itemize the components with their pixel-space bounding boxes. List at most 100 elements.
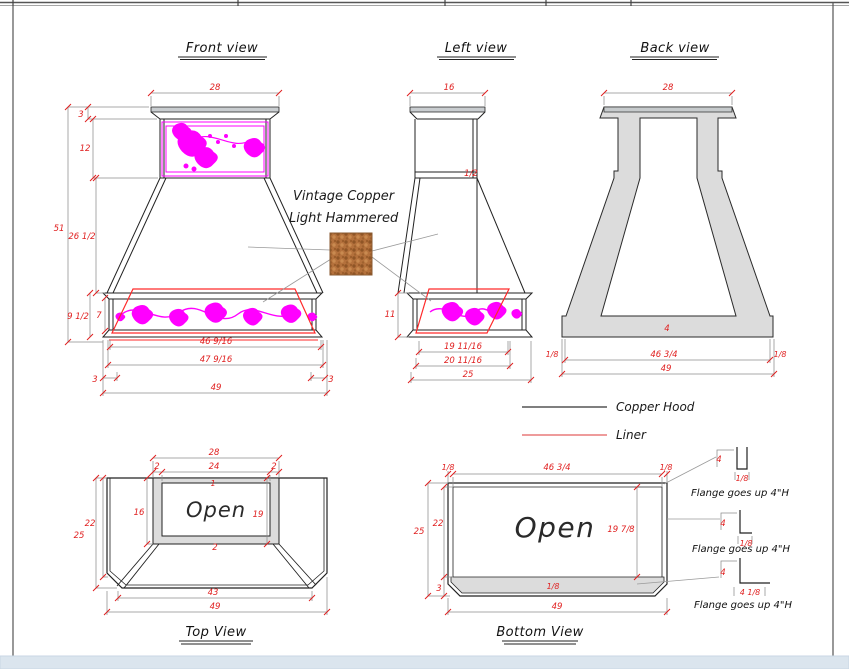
copper-swatch bbox=[329, 232, 373, 276]
flange-1-height: 4 bbox=[716, 455, 721, 465]
top-dim-front-width: 43 bbox=[208, 588, 219, 598]
back-title-underline bbox=[630, 56, 719, 60]
bottom-dim-inner-width: 46 3/4 bbox=[543, 463, 570, 473]
top-dim-inner-depth: 22 bbox=[85, 519, 96, 529]
top-view-title: Top View bbox=[185, 625, 246, 640]
top-dim-lines bbox=[95, 457, 328, 615]
left-outline bbox=[397, 106, 534, 338]
left-dim-lines bbox=[397, 92, 532, 383]
front-liner-outline bbox=[111, 288, 316, 334]
bottom-dim-right-offset: 1/8 bbox=[660, 463, 673, 472]
front-dim-band-inner-height: 7 bbox=[96, 311, 102, 321]
bottom-dim-inner-depth: 22 bbox=[433, 519, 444, 529]
front-view: Front view bbox=[54, 41, 334, 397]
bottom-open-label: Open bbox=[515, 511, 596, 544]
bottom-title-underline bbox=[502, 640, 578, 645]
bottom-view-title: Bottom View bbox=[496, 625, 583, 640]
left-dim-band-height: 11 bbox=[385, 310, 396, 320]
top-dim-ticks bbox=[92, 454, 331, 616]
left-view-title: Left view bbox=[445, 41, 508, 56]
front-dim-texts: 28 3 12 51 26 1/2 9 1/2 7 46 9/16 47 9/1… bbox=[54, 83, 334, 393]
flange-detail-1: 4 1/8 Flange goes up 4"H bbox=[691, 447, 790, 499]
top-dim-opening-depth: 16 bbox=[134, 508, 145, 518]
bottom-dim-right-depth: 19 7/8 bbox=[607, 525, 635, 535]
left-ornament bbox=[429, 301, 523, 326]
bottom-dim-band-depth: 3 bbox=[436, 584, 441, 594]
flange-3-base: 4 1/8 bbox=[740, 588, 761, 597]
front-dim-panel-height: 12 bbox=[80, 144, 91, 154]
front-dim-band-height: 9 1/2 bbox=[67, 312, 89, 322]
back-dim-texts: 28 4 1/8 46 3/4 1/8 49 bbox=[546, 83, 787, 374]
left-dim-texts: 16 1/2 11 19 11/16 20 11/16 25 bbox=[385, 83, 483, 380]
front-outline bbox=[101, 106, 324, 338]
back-dim-left-offset: 1/8 bbox=[546, 350, 559, 359]
flange-2-base: 1/8 bbox=[740, 539, 753, 548]
front-dim-liner-width: 46 9/16 bbox=[200, 337, 233, 347]
left-dim-wall-gap: 1/2 bbox=[464, 169, 478, 179]
top-dim-rim-back: 2 bbox=[212, 543, 217, 553]
top-dim-rim-right: 2 bbox=[271, 462, 276, 472]
back-dim-inner-width: 46 3/4 bbox=[650, 350, 677, 360]
flange-1-label: Flange goes up 4"H bbox=[691, 488, 790, 499]
top-title-underline bbox=[179, 640, 253, 645]
back-view-title: Back view bbox=[640, 41, 709, 56]
legend: Copper Hood Liner bbox=[522, 400, 695, 442]
front-dim-overall-width: 49 bbox=[211, 383, 222, 393]
top-dim-texts: 28 2 24 2 25 22 16 1 19 2 43 49 bbox=[74, 448, 277, 612]
top-diagonals bbox=[116, 543, 317, 589]
flange-details: 4 1/8 Flange goes up 4"H 4 1/8 Flange go… bbox=[636, 447, 793, 611]
flange-2-profile bbox=[739, 510, 752, 534]
top-open-label: Open bbox=[186, 498, 246, 522]
front-dim-hood-height: 26 1/2 bbox=[68, 232, 95, 242]
flange-2-height: 4 bbox=[720, 519, 725, 529]
bottom-dim-overall-width: 49 bbox=[552, 602, 563, 612]
flange-leader-lines bbox=[636, 456, 720, 585]
material-leader-lines bbox=[247, 233, 439, 303]
flange-3-height: 4 bbox=[720, 568, 725, 578]
front-dim-lines bbox=[67, 92, 328, 396]
flange-3-profile bbox=[739, 558, 770, 584]
left-dim-liner-depth: 19 11/16 bbox=[444, 342, 483, 352]
back-dim-overall-width: 49 bbox=[661, 364, 672, 374]
material-line1: Vintage Copper bbox=[293, 189, 396, 204]
bottom-dim-overall-depth: 25 bbox=[414, 527, 425, 537]
left-title-underline bbox=[437, 56, 516, 60]
front-title-underline bbox=[178, 56, 267, 60]
front-dim-crown-height: 3 bbox=[78, 110, 83, 120]
top-opening bbox=[161, 482, 271, 537]
left-dim-overall-depth: 25 bbox=[463, 370, 474, 380]
flange-detail-3: 4 4 1/8 Flange goes up 4"H bbox=[694, 558, 793, 611]
back-dim-lines bbox=[561, 92, 775, 377]
legend-copper-label: Copper Hood bbox=[616, 400, 695, 414]
flange-2-label: Flange goes up 4"H bbox=[692, 544, 791, 555]
back-dim-top-width: 28 bbox=[663, 83, 674, 93]
back-crown-strip bbox=[603, 106, 733, 113]
top-dim-chimney-width: 28 bbox=[209, 448, 220, 458]
flange-detail-2: 4 1/8 Flange goes up 4"H bbox=[692, 510, 791, 555]
front-ornament bbox=[115, 121, 318, 327]
front-dim-liner-outer-width: 47 9/16 bbox=[200, 355, 233, 365]
flange-1-base: 1/8 bbox=[736, 474, 749, 483]
top-dim-rim-left: 2 bbox=[154, 462, 159, 472]
back-view: Back view 28 4 1/8 46 3/4 1/8 49 bbox=[546, 41, 787, 378]
bottom-view: Open 1/8 46 3/4 1/8 25 22 3 19 7/8 1/8 4… bbox=[414, 463, 673, 645]
bottom-dim-bottom-thickness: 1/8 bbox=[547, 582, 560, 591]
material-note: Vintage Copper Light Hammered bbox=[247, 189, 439, 303]
back-dim-right-offset: 1/8 bbox=[774, 350, 787, 359]
front-dim-overall-height: 51 bbox=[54, 224, 65, 234]
material-line2: Light Hammered bbox=[289, 211, 399, 226]
front-dim-right-offset: 3 bbox=[328, 375, 333, 385]
left-dim-top-depth: 16 bbox=[444, 83, 455, 93]
left-liner-outline bbox=[415, 288, 510, 334]
back-dim-ticks bbox=[558, 89, 778, 378]
bottom-dim-texts: 1/8 46 3/4 1/8 25 22 3 19 7/8 1/8 49 bbox=[414, 463, 673, 612]
bottom-dim-ticks bbox=[424, 470, 671, 616]
top-dim-overall-depth: 25 bbox=[74, 531, 85, 541]
top-view: Open 28 2 24 2 25 22 16 1 19 2 43 49 Top… bbox=[74, 448, 331, 645]
left-dim-ticks bbox=[394, 89, 535, 384]
front-dim-left-offset: 3 bbox=[92, 375, 97, 385]
top-dim-rim-front: 1 bbox=[210, 479, 215, 488]
top-dim-opening-width: 24 bbox=[209, 462, 220, 472]
top-dim-overall-width: 49 bbox=[210, 602, 221, 612]
